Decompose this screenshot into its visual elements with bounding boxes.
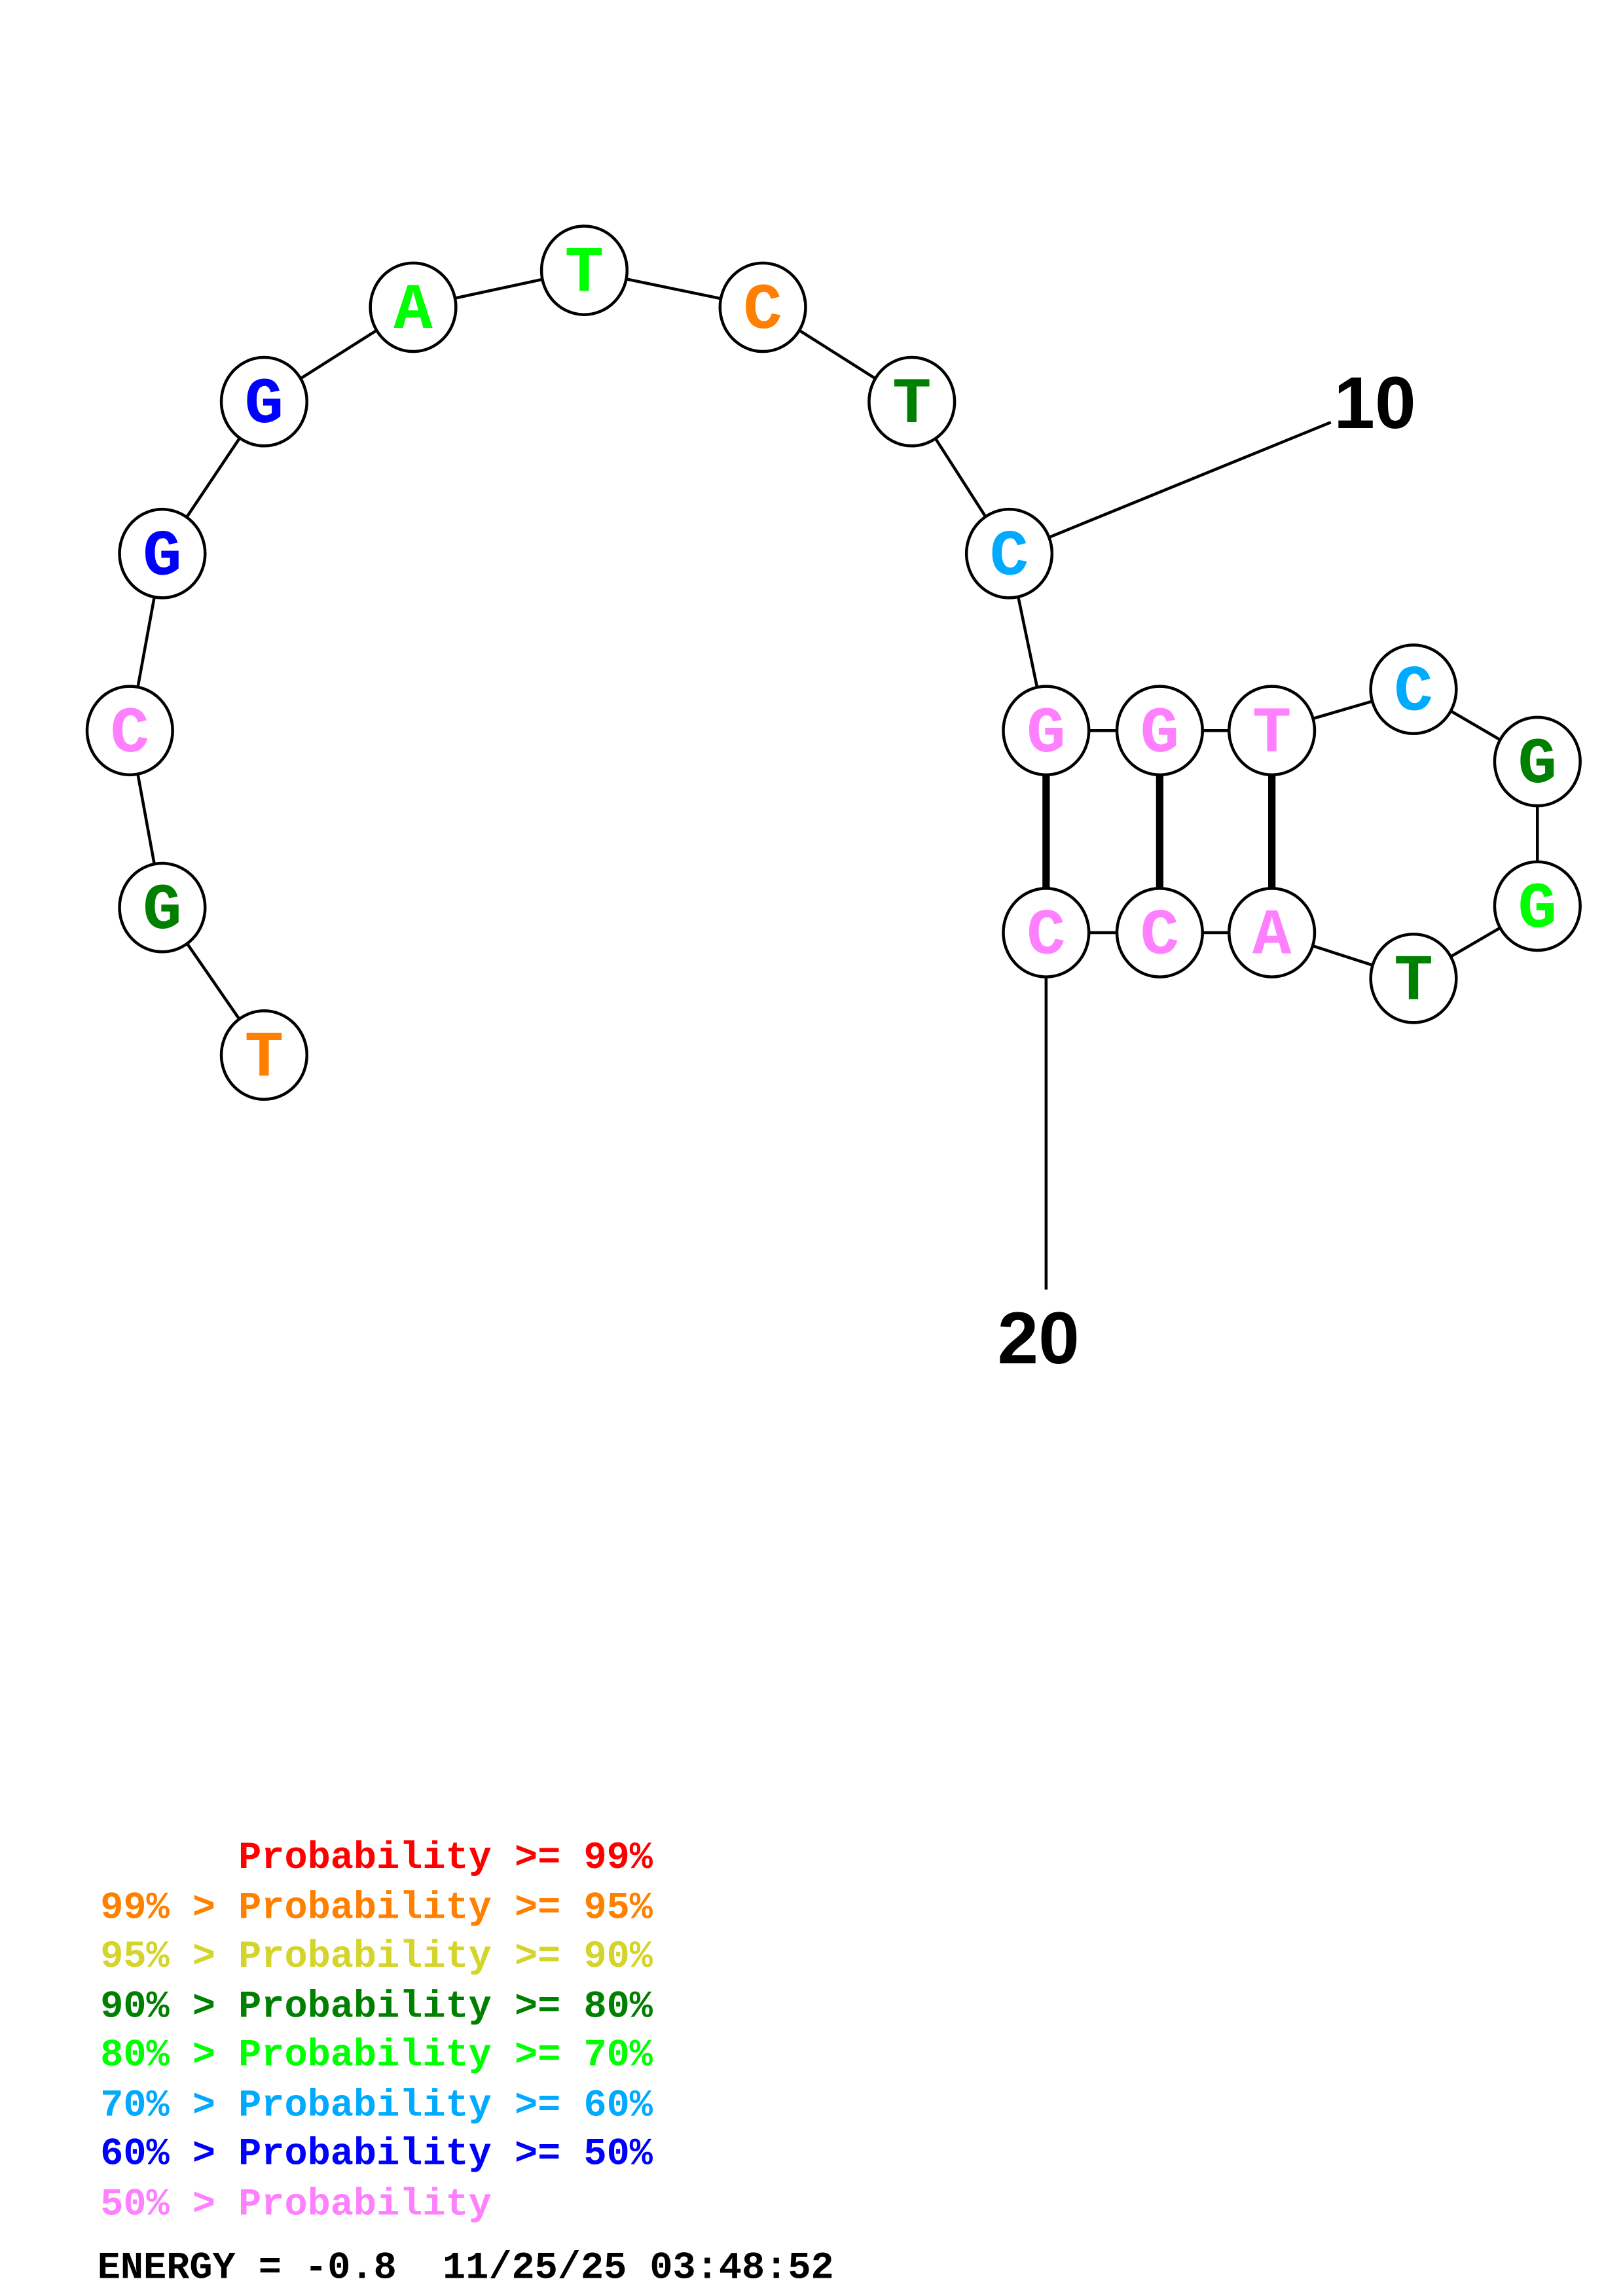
nucleotide-10: C [964,507,1054,600]
nucleotide-1: T [219,1009,309,1101]
nucleotide-16: G [1493,860,1582,952]
nucleotide-base: C [111,697,150,771]
nucleotide-circle [219,1009,309,1101]
index-label-10: 10 [1334,361,1415,444]
nucleotide-11: G [1002,685,1091,777]
nucleotide-base: T [1394,944,1433,1018]
nucleotide-circle [1228,685,1317,777]
nucleotide-circle [118,861,207,954]
nucleotide-circle [1493,860,1582,952]
nucleotide-7: T [539,224,629,316]
nucleotide-circle [219,355,309,448]
nucleotide-15: G [1493,715,1582,808]
nucleotide-base: G [1027,697,1066,771]
nucleotide-19: C [1115,887,1204,978]
nucleotide-12: G [1115,685,1204,777]
nucleotide-base: A [1252,899,1292,973]
nucleotide-9: T [867,355,957,448]
index-label-20: 20 [997,1297,1079,1379]
probability-legend: Probability >= 99% 99% > Probability >= … [98,1836,834,2290]
nucleotide-base: G [143,520,182,594]
nucleotide-circle [1369,643,1458,735]
nucleotide-base: G [245,368,284,442]
nucleotide-circle [867,355,957,448]
nucleotide-13: T [1228,685,1317,777]
nucleotide-20: C [1002,887,1091,978]
nucleotide-base: T [892,368,932,442]
nucleotide-4: G [118,507,207,600]
nucleotide-18: A [1228,887,1317,978]
nucleotide-base: C [743,274,782,348]
legend-entry: 70% > Probability >= 60% [100,2083,653,2127]
index-labels: 10 20 [997,361,1415,1379]
nucleotide-14: C [1369,643,1458,735]
nucleotide-circle [1228,887,1317,978]
nucleotide-6: A [369,261,458,353]
energy-timestamp: ENERGY = -0.8 11/25/25 03:48:52 [98,2246,834,2289]
legend-entry: 50% > Probability [100,2182,492,2226]
legend-entry: 95% > Probability >= 90% [100,1935,653,1979]
nucleotide-base: G [143,874,182,948]
nucleotide-base: T [565,237,604,311]
nucleotide-circle [1115,685,1204,777]
index-line-10 [1008,421,1332,555]
nucleotide-base: G [1140,697,1180,771]
nucleotide-circle [1002,685,1091,777]
legend-entry: 80% > Probability >= 70% [100,2034,653,2077]
nucleotide-circle [1493,715,1582,808]
nucleotide-circle [85,685,174,777]
legend-entry: 60% > Probability >= 50% [100,2132,653,2176]
nucleotide-circle [1115,887,1204,978]
nucleotide-2: G [118,861,207,954]
nucleotide-circle [964,507,1054,600]
nucleotide-base: C [1027,899,1066,973]
nucleotide-circle [369,261,458,353]
nucleotide-3: C [85,685,174,777]
nucleotide-base: C [1140,899,1180,973]
legend-entry: 99% > Probability >= 95% [100,1886,653,1929]
nucleotide-base: G [1518,872,1558,946]
backbone-lines [128,268,1539,1056]
nucleotide-circle [718,261,807,353]
nucleotide-circle [118,507,207,600]
nucleotide-base: C [990,520,1029,594]
nucleotide-8: C [718,261,807,353]
nucleotide-base: C [1394,656,1433,730]
nucleotide-circle [539,224,629,316]
nucleotide-base: G [1518,728,1558,802]
nucleotide-base: T [245,1022,284,1096]
nucleotide-circle [1369,932,1458,1024]
index-label-lines [1008,421,1332,1290]
nucleotide-17: T [1369,932,1458,1024]
nucleotide-5: G [219,355,309,448]
nucleotide-circle [1002,887,1091,978]
nucleotide-base: A [393,274,433,348]
legend-entry: 90% > Probability >= 80% [100,1984,653,2028]
nucleotide-base: T [1252,697,1292,771]
legend-entry: Probability >= 99% [100,1836,653,1880]
